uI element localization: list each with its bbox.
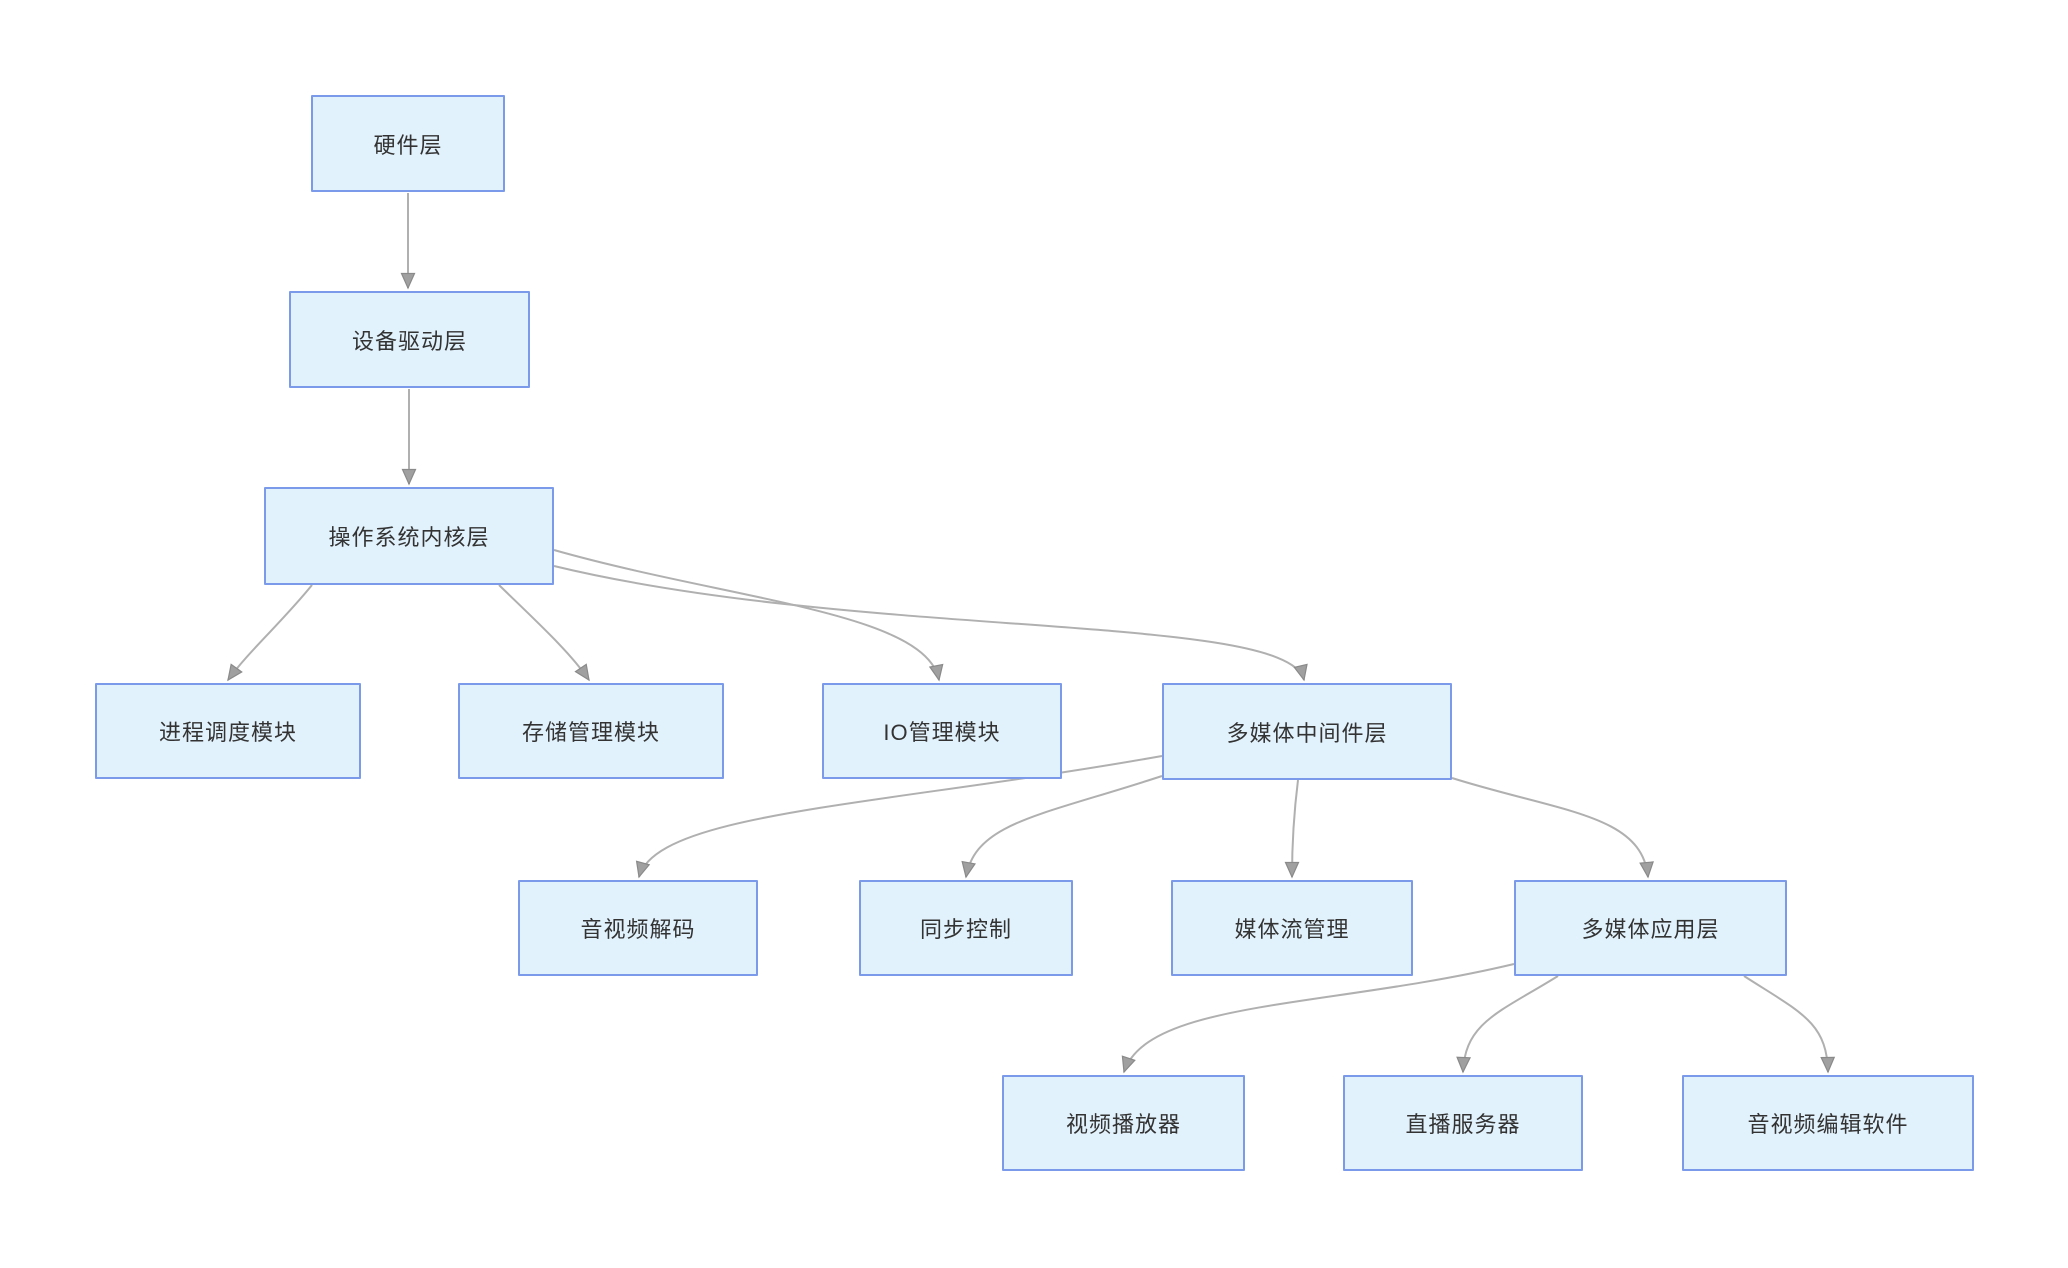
edge-os-kernel-layer-to-storage-management-module <box>498 584 590 682</box>
edge-os-kernel-layer-to-multimedia-middleware-layer <box>553 565 1308 682</box>
node-process-scheduling-module: 进程调度模块 <box>95 683 361 779</box>
node-label: 多媒体应用层 <box>1581 917 1720 942</box>
node-multimedia-middleware-layer: 多媒体中间件层 <box>1162 683 1452 780</box>
node-media-stream-management: 媒体流管理 <box>1171 880 1413 976</box>
node-label: 多媒体中间件层 <box>1226 720 1388 746</box>
edge-multimedia-middleware-layer-to-multimedia-application-layer <box>1451 777 1654 879</box>
node-multimedia-application-layer: 多媒体应用层 <box>1514 880 1787 976</box>
edge-multimedia-application-layer-to-live-streaming-server <box>1456 975 1559 1074</box>
node-hardware-layer: 硬件层 <box>311 95 505 192</box>
node-storage-management-module: 存储管理模块 <box>458 683 724 779</box>
node-label: 存储管理模块 <box>521 720 660 745</box>
node-device-driver-layer: 设备驱动层 <box>289 291 530 388</box>
edge-os-kernel-layer-to-process-scheduling-module <box>227 584 313 682</box>
node-label: 媒体流管理 <box>1234 917 1350 942</box>
node-label: 硬件层 <box>373 132 443 158</box>
node-av-editing-software: 音视频编辑软件 <box>1682 1075 1974 1171</box>
node-label: IO管理模块 <box>883 720 1001 745</box>
node-sync-control: 同步控制 <box>859 880 1073 976</box>
node-label: 音视频编辑软件 <box>1747 1112 1909 1137</box>
node-label: 操作系统内核层 <box>328 525 490 550</box>
node-label: 设备驱动层 <box>351 328 467 354</box>
node-video-player: 视频播放器 <box>1002 1075 1245 1171</box>
edge-multimedia-application-layer-to-video-player <box>1121 963 1515 1074</box>
node-label: 进程调度模块 <box>158 720 297 745</box>
node-os-kernel-layer: 操作系统内核层 <box>264 487 554 585</box>
node-io-management-module: IO管理模块 <box>822 683 1062 779</box>
edge-os-kernel-layer-to-io-management-module <box>553 549 944 682</box>
node-live-streaming-server: 直播服务器 <box>1343 1075 1583 1171</box>
node-label: 同步控制 <box>919 917 1012 942</box>
node-label: 直播服务器 <box>1405 1112 1521 1137</box>
edge-multimedia-application-layer-to-av-editing-software <box>1743 975 1836 1074</box>
edge-multimedia-middleware-layer-to-sync-control <box>961 775 1163 879</box>
node-label: 音视频解码 <box>580 917 696 942</box>
edge-multimedia-middleware-layer-to-media-stream-management <box>1284 779 1300 879</box>
node-av-decoding: 音视频解码 <box>518 880 758 976</box>
node-label: 视频播放器 <box>1065 1112 1181 1137</box>
